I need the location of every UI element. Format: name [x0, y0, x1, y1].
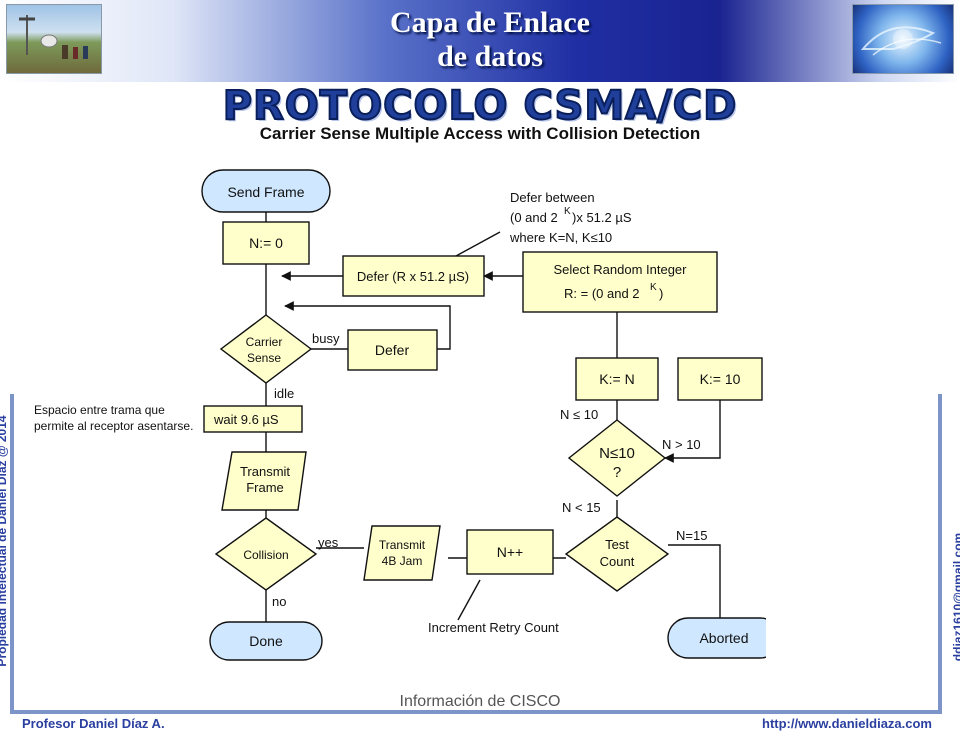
defer-random-box: Defer (R x 51.2 µS): [342, 255, 485, 297]
aborted-terminal: Aborted: [667, 617, 766, 659]
svg-text:Count: Count: [600, 554, 635, 569]
svg-text:Transmit: Transmit: [379, 538, 426, 552]
svg-text:K: K: [564, 206, 571, 217]
header-title: Capa de Enlace de datos: [300, 6, 680, 74]
header-title-line2: de datos: [437, 40, 543, 73]
n-gt-10-label: N > 10: [662, 437, 701, 452]
svg-text:Aborted: Aborted: [699, 630, 748, 646]
svg-text:Defer between: Defer between: [510, 190, 595, 205]
svg-text:N:= 0: N:= 0: [249, 235, 283, 251]
send-frame-terminal: Send Frame: [201, 169, 331, 213]
n-increment-box: N++: [466, 529, 554, 575]
svg-text:where K=N, K≤10: where K=N, K≤10: [509, 230, 612, 245]
svg-text:wait 9.6 µS: wait 9.6 µS: [213, 412, 279, 427]
csma-cd-flowchart: Send Frame N:= 0 Carrier Sense busy idle…: [201, 169, 766, 661]
svg-text:K: K: [650, 282, 657, 293]
svg-text:?: ?: [613, 464, 621, 481]
n-le-10-label: N ≤ 10: [560, 407, 598, 422]
svg-text:Defer: Defer: [375, 342, 410, 358]
svg-text:): ): [659, 286, 663, 301]
source-caption: Información de CISCO: [399, 693, 561, 710]
slide-title: PROTOCOLO CSMA/CD: [222, 83, 738, 129]
svg-text:K:= N: K:= N: [599, 371, 634, 387]
test-count-decision: Test Count: [564, 516, 670, 592]
done-terminal: Done: [209, 621, 323, 661]
digital-hand-image: [852, 4, 954, 74]
website-link[interactable]: http://www.danieldiaza.com: [762, 716, 932, 731]
increment-retry-label: Increment Retry Count: [428, 620, 559, 635]
n-eq-15-label: N=15: [676, 528, 707, 543]
bottom-rail: [10, 710, 942, 714]
antenna-photo-icon: [19, 15, 88, 59]
header-banner: [0, 0, 960, 82]
svg-text:Frame: Frame: [246, 480, 284, 495]
transmit-jam-box: Transmit 4B Jam: [363, 525, 441, 581]
right-rail: [938, 394, 942, 712]
svg-text:Collision: Collision: [243, 548, 288, 562]
svg-text:4B Jam: 4B Jam: [382, 554, 423, 568]
svg-text:Sense: Sense: [247, 351, 281, 365]
email-vertical: ddiaz1610@gmail.com: [951, 532, 960, 662]
svg-text:(0 and 2: (0 and 2: [510, 210, 558, 225]
svg-text:Done: Done: [249, 633, 283, 649]
defer-between-note: Defer between (0 and 2 K )x 51.2 µS wher…: [509, 190, 632, 245]
copyright-vertical: Propiedad intelectual de Daniel Díaz @ 2…: [0, 415, 9, 667]
wait-box: wait 9.6 µS: [203, 405, 303, 433]
svg-text:N++: N++: [497, 544, 523, 560]
no-label: no: [272, 594, 286, 609]
svg-text:Send Frame: Send Frame: [227, 184, 304, 200]
header-title-line1: Capa de Enlace: [389, 6, 590, 39]
svg-text:Transmit: Transmit: [240, 464, 290, 479]
svg-text:R: = (0 and 2: R: = (0 and 2: [564, 286, 640, 301]
collision-decision: Collision: [214, 517, 318, 591]
defer-box: Defer: [347, 329, 438, 371]
svg-text:Select Random Integer: Select Random Integer: [554, 262, 688, 277]
yes-label: yes: [318, 535, 339, 550]
busy-label: busy: [312, 331, 340, 346]
idle-label: idle: [274, 386, 294, 401]
n-le-10-decision: N≤10 ?: [567, 419, 667, 497]
svg-text:Test: Test: [605, 537, 629, 552]
flow-connectors: [265, 212, 721, 622]
carrier-sense-decision: Carrier Sense: [219, 314, 313, 384]
svg-text:N≤10: N≤10: [599, 445, 635, 462]
svg-text:Carrier: Carrier: [246, 335, 283, 349]
svg-text:)x 51.2 µS: )x 51.2 µS: [572, 210, 632, 225]
interframe-note: Espacio entre trama que permite al recep…: [34, 403, 194, 433]
hand-graphic-icon: [860, 26, 942, 56]
n-zero-box: N:= 0: [222, 221, 310, 265]
k-eq-10-box: K:= 10: [677, 357, 763, 401]
author-label: Profesor Daniel Díaz A.: [22, 716, 165, 731]
svg-text:K:= 10: K:= 10: [700, 371, 741, 387]
n-less-15-label: N < 15: [562, 500, 601, 515]
k-eq-n-box: K:= N: [575, 357, 659, 401]
antenna-field-photo: [6, 4, 102, 74]
left-rail: [10, 394, 14, 712]
slide-subtitle: Carrier Sense Multiple Access with Colli…: [259, 124, 701, 143]
transmit-frame-box: Transmit Frame: [221, 451, 307, 511]
select-random-box: Select Random Integer R: = (0 and 2 K ): [522, 251, 718, 313]
svg-text:Defer (R x 51.2 µS): Defer (R x 51.2 µS): [357, 269, 469, 284]
